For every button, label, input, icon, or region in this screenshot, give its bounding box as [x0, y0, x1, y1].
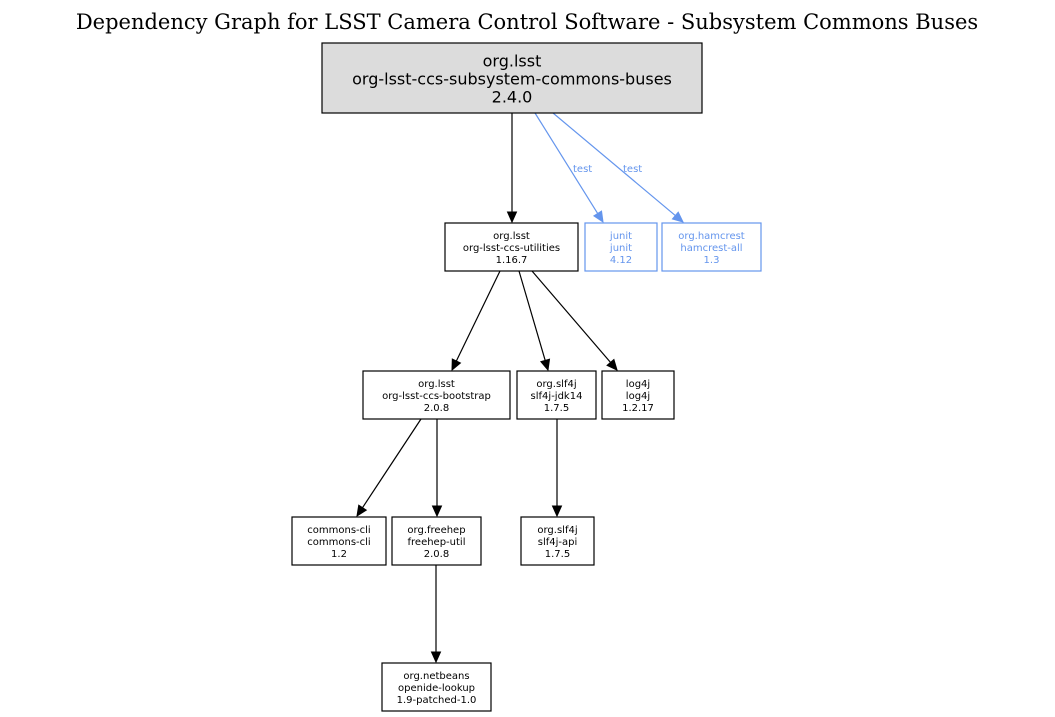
arrowhead-icon [431, 505, 443, 518]
node-version: 1.2 [331, 549, 347, 560]
nodes-layer: org.lsstorg-lsst-ccs-subsystem-commons-b… [291, 42, 762, 712]
edge-freehep-util-to-openide-lookup [430, 565, 442, 664]
node-box [520, 516, 595, 566]
node-box [321, 42, 703, 114]
edge-bootstrap-to-commons-cli [356, 418, 422, 518]
node-group: commons-cli [307, 525, 370, 536]
edge-root-to-junit: test [534, 112, 604, 224]
node-version: 1.16.7 [496, 255, 528, 266]
node-group: log4j [626, 379, 650, 390]
node-box [362, 370, 511, 420]
edge-slf4j-jdk14-to-slf4j-api [551, 419, 563, 518]
edge-utilities-to-slf4j-jdk14 [518, 270, 551, 372]
edge-line [518, 270, 546, 361]
node-box [661, 222, 762, 272]
node-box [381, 662, 492, 712]
arrowhead-icon [551, 505, 563, 518]
arrowhead-icon [506, 211, 518, 224]
node-version: 1.3 [704, 255, 720, 266]
node-artifact: hamcrest-all [680, 243, 742, 254]
node-artifact: commons-cli [307, 537, 370, 548]
node-version: 1.7.5 [545, 549, 570, 560]
node-artifact: slf4j-api [538, 537, 578, 548]
node-version: 4.12 [610, 255, 632, 266]
node-group: org.slf4j [537, 525, 577, 536]
node-version: 2.0.8 [424, 549, 449, 560]
arrowhead-icon [451, 358, 462, 372]
node-box [584, 222, 658, 272]
node-box [291, 516, 387, 566]
edge-utilities-to-bootstrap [451, 270, 501, 372]
edge-bootstrap-to-freehep-util [431, 419, 443, 518]
edge-label: test [573, 164, 592, 175]
graph-title: Dependency Graph for LSST Camera Control… [76, 10, 978, 34]
node-group: org.freehep [407, 525, 465, 536]
node-version: 2.0.8 [424, 403, 449, 414]
edge-line [534, 112, 599, 214]
arrowhead-icon [671, 211, 684, 223]
arrowhead-icon [539, 358, 551, 372]
node-artifact: org-lsst-ccs-bootstrap [382, 391, 491, 402]
node-openide-lookup: org.netbeansopenide-lookup1.9-patched-1.… [381, 662, 492, 712]
node-group: org.hamcrest [678, 231, 745, 242]
node-box [391, 516, 482, 566]
node-artifact: org-lsst-ccs-subsystem-commons-buses [352, 69, 672, 88]
node-artifact: openide-lookup [398, 683, 475, 694]
node-artifact: junit [609, 243, 632, 254]
node-group: org.lsst [418, 379, 455, 390]
edges-layer: test test [356, 112, 684, 664]
edge-line [362, 418, 422, 508]
node-version: 2.4.0 [492, 87, 533, 106]
node-artifact: freehep-util [408, 537, 466, 548]
node-artifact: slf4j-jdk14 [531, 391, 583, 402]
arrowhead-icon [592, 210, 604, 224]
node-box [516, 370, 597, 420]
edge-label: test [623, 164, 642, 175]
node-box [444, 222, 579, 272]
edge-root-to-hamcrest: test [552, 112, 684, 223]
edge-root-to-utilities [506, 113, 518, 224]
node-group: org.netbeans [403, 671, 469, 682]
node-artifact: log4j [626, 391, 650, 402]
arrowhead-icon [430, 651, 442, 664]
edge-line [531, 270, 611, 363]
edge-line [455, 270, 501, 362]
node-group: org.lsst [483, 51, 542, 70]
node-group: junit [609, 231, 632, 242]
node-group: org.lsst [493, 231, 530, 242]
arrowhead-icon [356, 504, 368, 518]
node-box [601, 370, 675, 420]
node-version: 1.7.5 [544, 403, 569, 414]
node-artifact: org-lsst-ccs-utilities [463, 243, 560, 254]
node-group: org.slf4j [536, 379, 576, 390]
node-version: 1.9-patched-1.0 [397, 695, 477, 706]
node-root: org.lsstorg-lsst-ccs-subsystem-commons-b… [321, 42, 703, 114]
edge-utilities-to-log4j [531, 270, 618, 371]
edge-line [552, 112, 676, 217]
arrowhead-icon [606, 358, 618, 371]
node-version: 1.2.17 [622, 403, 654, 414]
